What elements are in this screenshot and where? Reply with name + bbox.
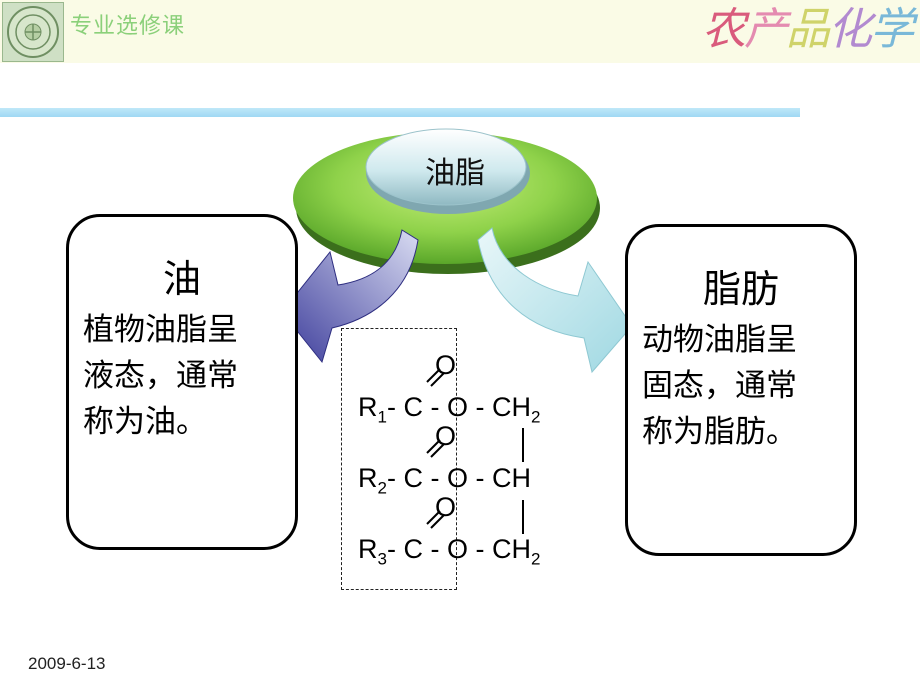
course-wordart: 农产品化学 bbox=[702, 2, 914, 58]
arrow-to-fat bbox=[477, 227, 633, 374]
glycerol-bracket bbox=[341, 328, 457, 590]
ester-chain: - C - O - CH bbox=[386, 392, 531, 422]
carbonyl-oxygen-2: O bbox=[435, 421, 457, 451]
slide-date: 2009-6-13 bbox=[28, 654, 106, 673]
formula-row-2: R2- C - O - CH bbox=[358, 463, 531, 498]
oil-box: 油 植物油脂呈 液态，通常 称为油。 bbox=[66, 214, 298, 550]
oil-line: 称为油。 bbox=[83, 404, 207, 440]
r-group: R bbox=[358, 463, 378, 493]
r-group: R bbox=[358, 392, 378, 422]
r-group: R bbox=[358, 534, 378, 564]
oil-title: 油 bbox=[162, 257, 201, 301]
school-logo bbox=[2, 2, 64, 62]
wordart-char: 学 bbox=[870, 4, 914, 55]
formula-row-1: R1- C - O - CH2 bbox=[358, 392, 540, 427]
fat-box: 脂肪 动物油脂呈 固态，通常 称为脂肪。 bbox=[625, 224, 857, 556]
ch-subscript: 2 bbox=[530, 549, 541, 569]
wordart-char: 化 bbox=[828, 4, 872, 55]
formula-row-3: R3- C - O - CH2 bbox=[358, 534, 540, 569]
formula-bonds bbox=[426, 368, 524, 534]
wordart-char: 产 bbox=[744, 4, 788, 55]
center-pill bbox=[365, 128, 527, 206]
oil-line: 液态，通常 bbox=[83, 358, 238, 394]
r-subscript: 2 bbox=[377, 478, 387, 498]
r-subscript: 3 bbox=[377, 549, 387, 569]
oil-line: 植物油脂呈 bbox=[83, 312, 238, 348]
oil-description: 植物油脂呈 液态，通常 称为油。 bbox=[83, 307, 293, 445]
course-label: 专业选修课 bbox=[70, 14, 186, 39]
fat-title: 脂肪 bbox=[702, 267, 779, 311]
carbonyl-oxygen-3: O bbox=[435, 492, 457, 522]
arrow-to-oil bbox=[281, 229, 419, 364]
carbonyl-oxygen-1: O bbox=[435, 350, 457, 380]
ester-chain: - C - O - CH bbox=[386, 463, 531, 493]
fat-line: 动物油脂呈 bbox=[642, 322, 797, 358]
r-subscript: 1 bbox=[377, 407, 387, 427]
fat-line: 称为脂肪。 bbox=[642, 414, 797, 450]
header-band bbox=[0, 0, 920, 63]
header-divider bbox=[0, 108, 800, 117]
ch-subscript: 2 bbox=[530, 407, 541, 427]
wordart-char: 品 bbox=[786, 4, 830, 55]
center-label: 油脂 bbox=[425, 156, 485, 191]
seal-icon bbox=[7, 6, 59, 58]
wordart-char: 农 bbox=[702, 4, 746, 55]
fat-line: 固态，通常 bbox=[642, 368, 797, 404]
ester-chain: - C - O - CH bbox=[386, 534, 531, 564]
fat-description: 动物油脂呈 固态，通常 称为脂肪。 bbox=[642, 317, 852, 455]
